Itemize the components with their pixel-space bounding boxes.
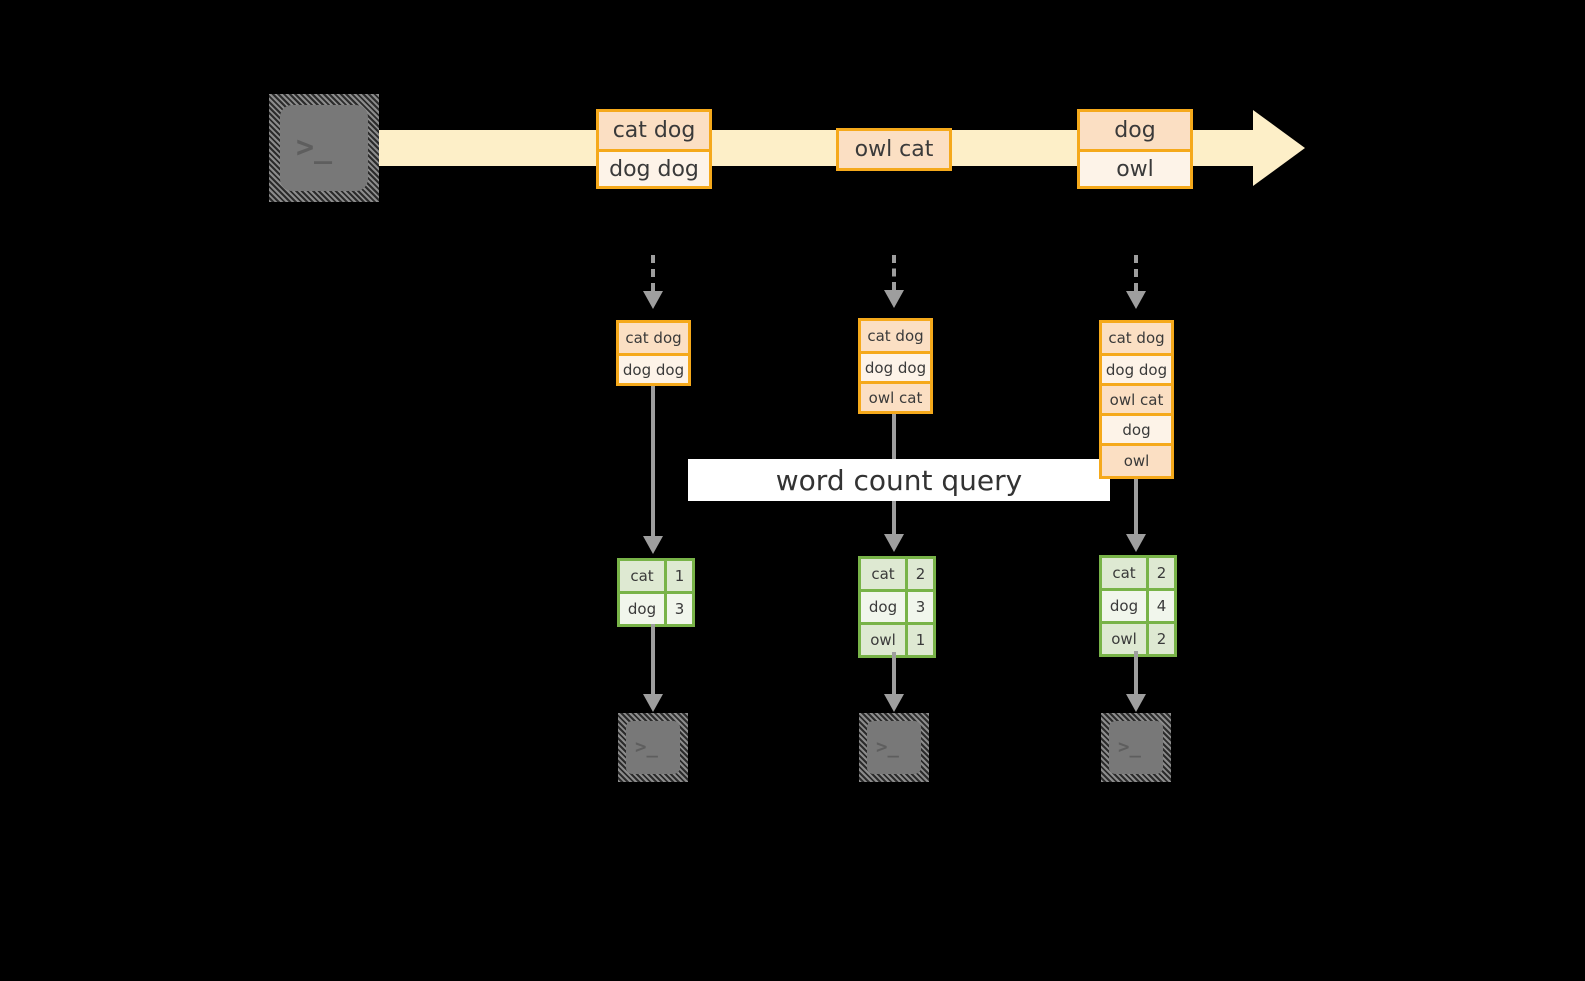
terminal-prompt-glyph: >_ — [876, 736, 899, 758]
result-row: dog 3 — [861, 589, 933, 622]
consumer-connector-1 — [651, 624, 655, 694]
result-row: cat 2 — [1102, 558, 1174, 588]
consumer-connector-2 — [892, 652, 896, 694]
stream-batch-line: dog dog — [599, 149, 709, 186]
snapshot-dashed-arrowhead-2 — [884, 290, 904, 308]
stream-batch-3: dog owl — [1077, 109, 1193, 189]
result-count: 3 — [905, 592, 933, 622]
stream-batch-line: dog — [1080, 112, 1190, 149]
stream-batch-line: cat dog — [599, 112, 709, 149]
query-arrowhead-3 — [1126, 534, 1146, 552]
result-row: owl 2 — [1102, 621, 1174, 654]
accumulated-records-2: cat dog dog dog owl cat — [858, 318, 933, 414]
result-count: 3 — [664, 594, 692, 624]
accumulated-line: dog dog — [1102, 353, 1171, 383]
consumer-arrowhead-2 — [884, 694, 904, 712]
result-count: 1 — [905, 625, 933, 655]
query-label: word count query — [688, 459, 1110, 501]
result-word: owl — [1102, 624, 1146, 654]
accumulated-line: cat dog — [861, 321, 930, 351]
result-word: dog — [620, 594, 664, 624]
snapshot-dashed-connector-1 — [651, 255, 655, 291]
terminal-body: >_ — [280, 105, 368, 191]
result-row: cat 2 — [861, 559, 933, 589]
producer-terminal-icon[interactable]: >_ — [269, 94, 379, 202]
result-count: 2 — [905, 559, 933, 589]
result-count: 1 — [664, 561, 692, 591]
accumulated-line: owl cat — [861, 381, 930, 411]
result-word: cat — [620, 561, 664, 591]
accumulated-line: dog dog — [861, 351, 930, 381]
result-word: dog — [861, 592, 905, 622]
query-arrowhead-2 — [884, 534, 904, 552]
stream-batch-line: owl cat — [839, 131, 949, 168]
terminal-prompt-glyph: >_ — [1118, 736, 1141, 758]
result-word: cat — [861, 559, 905, 589]
accumulated-line: cat dog — [619, 323, 688, 353]
accumulated-records-1: cat dog dog dog — [616, 320, 691, 386]
terminal-prompt-glyph: >_ — [635, 736, 658, 758]
result-word: dog — [1102, 591, 1146, 621]
result-count: 2 — [1146, 624, 1174, 654]
snapshot-dashed-connector-3 — [1134, 255, 1138, 291]
consumer-arrowhead-1 — [643, 694, 663, 712]
terminal-body: >_ — [1109, 721, 1163, 774]
stream-batch-line: owl — [1080, 149, 1190, 186]
consumer-terminal-icon-1[interactable]: >_ — [618, 713, 688, 782]
consumer-connector-3 — [1134, 651, 1138, 694]
query-arrowhead-1 — [643, 536, 663, 554]
snapshot-dashed-connector-2 — [892, 255, 896, 290]
stream-arrow-head — [1253, 110, 1305, 186]
result-row: owl 1 — [861, 622, 933, 655]
stream-batch-2: owl cat — [836, 128, 952, 171]
result-word: cat — [1102, 558, 1146, 588]
result-row: cat 1 — [620, 561, 692, 591]
snapshot-dashed-arrowhead-3 — [1126, 291, 1146, 309]
consumer-terminal-icon-2[interactable]: >_ — [859, 713, 929, 782]
word-count-result-2: cat 2 dog 3 owl 1 — [858, 556, 936, 658]
accumulated-line: dog — [1102, 413, 1171, 443]
word-count-result-3: cat 2 dog 4 owl 2 — [1099, 555, 1177, 657]
snapshot-dashed-arrowhead-1 — [643, 291, 663, 309]
result-count: 2 — [1146, 558, 1174, 588]
result-row: dog 3 — [620, 591, 692, 624]
accumulated-line: owl cat — [1102, 383, 1171, 413]
stream-batch-1: cat dog dog dog — [596, 109, 712, 189]
result-word: owl — [861, 625, 905, 655]
result-row: dog 4 — [1102, 588, 1174, 621]
accumulated-line: dog dog — [619, 353, 688, 383]
query-connector-3 — [1134, 476, 1138, 542]
terminal-prompt-glyph: >_ — [296, 130, 333, 165]
accumulated-line: owl — [1102, 446, 1171, 476]
result-count: 4 — [1146, 591, 1174, 621]
terminal-body: >_ — [867, 721, 921, 774]
word-count-result-1: cat 1 dog 3 — [617, 558, 695, 627]
consumer-arrowhead-3 — [1126, 694, 1146, 712]
consumer-terminal-icon-3[interactable]: >_ — [1101, 713, 1171, 782]
accumulated-records-3-overlay: owl — [1099, 443, 1174, 479]
accumulated-line: cat dog — [1102, 323, 1171, 353]
terminal-body: >_ — [626, 721, 680, 774]
query-connector-1 — [651, 386, 655, 544]
